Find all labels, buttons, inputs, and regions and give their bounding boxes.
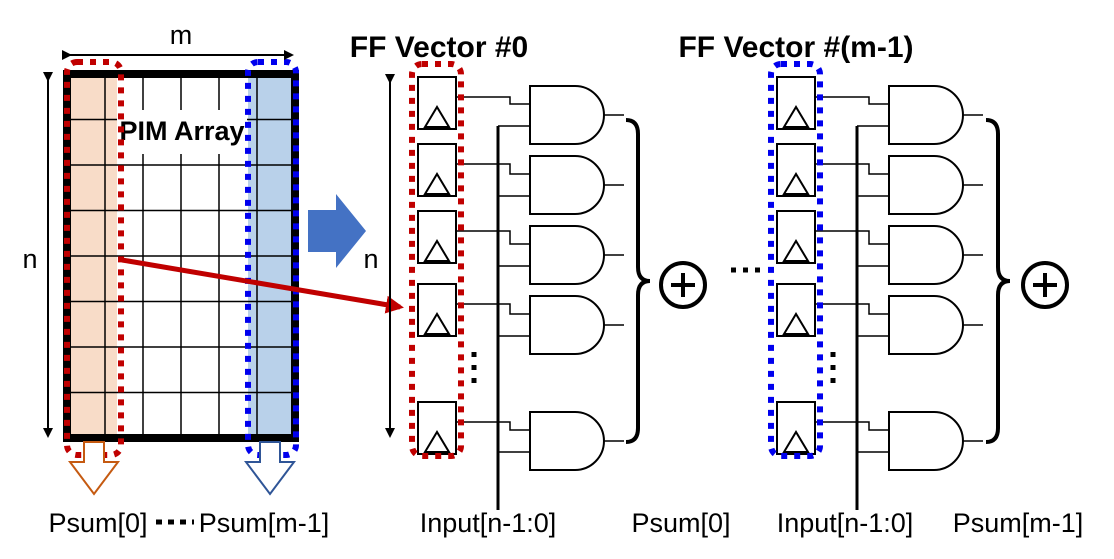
pim-array-label: PIM Array (119, 116, 244, 146)
ff-vector-last-outline (768, 61, 823, 459)
clock-triangle-icon (423, 430, 451, 453)
ff-to-gate-wire (456, 421, 530, 431)
clock-triangle-icon (782, 239, 810, 262)
ff-to-gate-wire (815, 421, 889, 431)
ff-to-gate-wire (815, 230, 889, 245)
big-right-arrow-icon (308, 194, 366, 268)
ff-to-gate-wire (815, 163, 889, 175)
ff-vector-0-title: FF Vector #0 (350, 31, 528, 64)
ff-to-gate-wire (456, 230, 530, 245)
ff-vector-0-input-label: Input[n-1:0] (420, 508, 557, 538)
flip-flop-icon (776, 76, 816, 130)
sum-brace (625, 118, 651, 444)
flip-flop-icon (776, 283, 816, 337)
clock-triangle-icon (782, 172, 810, 195)
n-dimension-label-ff: n (363, 244, 378, 274)
psum-last-down-arrow (244, 441, 296, 496)
and-gate-icon (529, 155, 605, 215)
psum-first-down-arrow (68, 441, 120, 496)
n-dimension-label-array: n (22, 244, 37, 274)
clock-triangle-icon (782, 430, 810, 453)
and-gate-icon (888, 411, 964, 471)
mapping-arrow (121, 257, 404, 314)
and-gate-icon (888, 85, 964, 145)
ff-vector-last-input-label: Input[n-1:0] (777, 508, 914, 538)
and-gate-icon (529, 295, 605, 355)
and-gate-icon (529, 85, 605, 145)
ff-vector-0-outline (409, 61, 464, 459)
clock-triangle-icon (423, 239, 451, 262)
clock-triangle-icon (423, 312, 451, 335)
clock-triangle-icon (423, 105, 451, 128)
ff-vector-0 (417, 76, 707, 510)
psum-last-label: Psum[m-1] (199, 508, 330, 538)
and-gate-icon (529, 225, 605, 285)
ff-to-gate-wire (815, 96, 889, 105)
and-gate-icon (529, 411, 605, 471)
clock-triangle-icon (782, 105, 810, 128)
ff-to-gate-wire (456, 96, 530, 105)
psum-first-label: Psum[0] (48, 508, 147, 538)
ff-to-gate-wire (456, 163, 530, 175)
clock-triangle-icon (782, 312, 810, 335)
and-gate-icon (888, 295, 964, 355)
pim-array: PIM Array (63, 59, 299, 458)
and-gate-icon (888, 155, 964, 215)
ff-to-gate-wire (456, 303, 530, 315)
and-gate-icon (888, 225, 964, 285)
ff-vector-last (776, 76, 1069, 510)
sum-brace (985, 118, 1011, 444)
clock-triangle-icon (423, 172, 451, 195)
ff-vector-last-title: FF Vector #(m-1) (678, 31, 913, 64)
m-dimension-label: m (170, 20, 193, 50)
pim-label-bg (117, 110, 247, 154)
ff-vector-0-sum-label: Psum[0] (631, 508, 730, 538)
ff-vector-last-sum-label: Psum[m-1] (953, 508, 1084, 538)
pim-grid (67, 74, 295, 438)
ff-to-gate-wire (815, 303, 889, 315)
